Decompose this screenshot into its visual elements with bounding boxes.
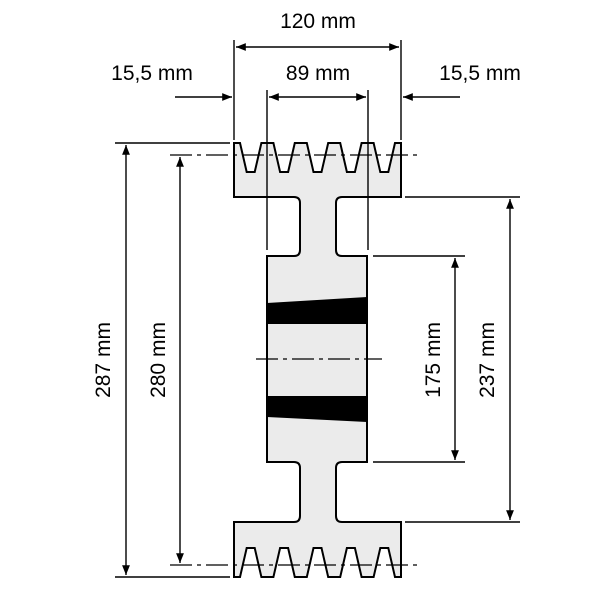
bushing-lower [267, 396, 367, 422]
pulley-section [170, 142, 420, 578]
overall-width-label: 120 mm [280, 10, 356, 33]
pitch-diameter-label: 280 mm [147, 322, 170, 398]
outer-diameter-label: 287 mm [92, 322, 115, 398]
hub-diameter-label: 175 mm [422, 322, 445, 398]
bushing-upper [267, 297, 367, 324]
right-offset-label: 15,5 mm [439, 62, 521, 85]
dimension-lines [122, 43, 514, 575]
rim-inner-diameter-label: 237 mm [476, 322, 499, 398]
hub-width-label: 89 mm [286, 62, 350, 85]
left-offset-label: 15,5 mm [111, 62, 193, 85]
extension-lines [115, 40, 520, 578]
pulley-body [233, 142, 402, 578]
